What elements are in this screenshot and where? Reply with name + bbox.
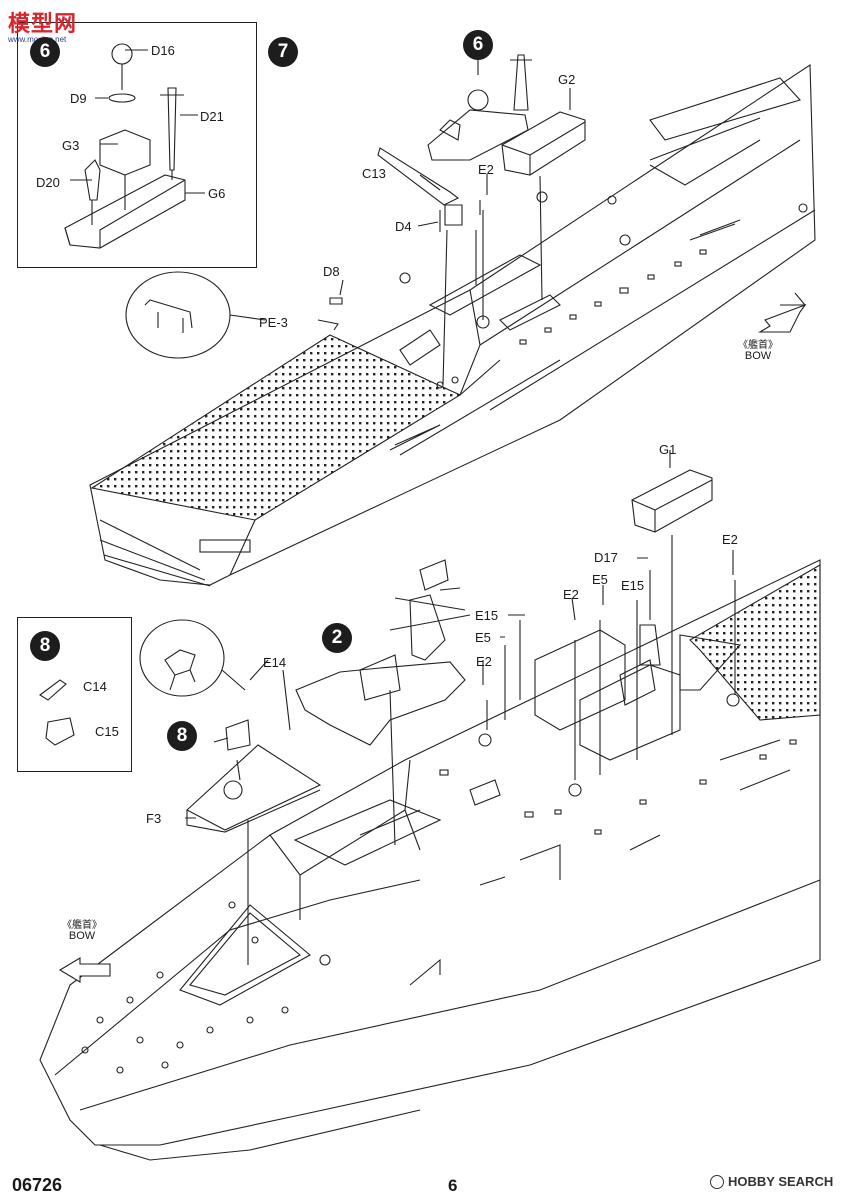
island-superstructure-upper [427, 54, 532, 161]
bow-label-lower-cn: 《艦首》 [62, 920, 102, 931]
part-label-E15-b: E15 [475, 608, 499, 623]
inset-box-step8 [17, 617, 132, 772]
part-label-E15-a: E15 [621, 578, 645, 593]
part-label-E5-a: E5 [592, 572, 608, 587]
part-label-D4: D4 [395, 219, 412, 234]
step-circle-inset8: 8 [30, 631, 60, 661]
part-label-E2-a: E2 [478, 162, 494, 177]
block-f3 [186, 719, 322, 833]
part-label-C15: C15 [95, 724, 119, 739]
bow-label-upper-cn: 《艦首》 [738, 340, 778, 351]
part-label-G1: G1 [659, 442, 677, 457]
part-label-E2-b: E2 [722, 532, 738, 547]
step-circle-main7: 7 [268, 37, 298, 67]
part-label-D20: D20 [36, 175, 60, 190]
part-label-D17: D17 [594, 550, 618, 565]
bow-label-lower-en: BOW [68, 930, 96, 942]
bow-label-lower: 《艦首》 BOW [62, 920, 102, 942]
block-g1 [631, 469, 713, 533]
part-label-G6: G6 [208, 186, 226, 201]
part-label-C14: C14 [83, 679, 107, 694]
inset-box-step6 [17, 22, 257, 268]
lower-hull-outline [39, 559, 821, 1146]
bow-arrow-upper [758, 303, 807, 333]
upper-deck-fittings [399, 191, 808, 389]
inset8-drawing [39, 679, 75, 746]
part-label-G3: G3 [62, 138, 80, 153]
step-circle-inset6: 6 [30, 37, 60, 67]
step-circle-ref6: 6 [463, 30, 493, 60]
bridge-superstructure [295, 559, 471, 746]
e14-callout-bubble [139, 619, 225, 697]
upper-hull-outline [89, 63, 816, 586]
step-circle-ref2: 2 [322, 623, 352, 653]
part-label-D8: D8 [323, 264, 340, 279]
inset6-drawing [64, 43, 186, 249]
upper-portholes [199, 539, 251, 553]
kit-number: 06726 [12, 1175, 63, 1195]
crane-c13 [377, 147, 463, 226]
bow-label-upper-en: BOW [744, 350, 772, 362]
part-label-D21: D21 [200, 109, 224, 124]
lower-deck-fittings [81, 693, 797, 1074]
watermark-bottom-text: HOBBY SEARCH [728, 1174, 834, 1189]
part-label-E2-c: E2 [563, 587, 579, 602]
pe3-callout-bubble [125, 271, 231, 359]
hangar-block-g2 [501, 111, 586, 176]
watermark-logo-bottom: HOBBY SEARCH [710, 1174, 833, 1189]
step-circle-ref8: 8 [167, 721, 197, 751]
watermark-top-text: 模型网 [8, 11, 78, 36]
part-label-E2-d: E2 [476, 654, 492, 669]
part-label-E5-b: E5 [475, 630, 491, 645]
part-label-E14: E14 [263, 655, 287, 670]
part-label-D9: D9 [70, 91, 87, 106]
hobby-search-logo-icon [710, 1174, 724, 1189]
part-label-PE3: PE-3 [259, 315, 288, 330]
upper-flight-deck [90, 334, 462, 521]
lower-island-structure [534, 624, 742, 761]
bow-arrow-lower [58, 957, 111, 983]
bow-label-upper: 《艦首》 BOW [738, 340, 778, 362]
page-number: 6 [448, 1176, 458, 1195]
part-label-F3: F3 [146, 811, 162, 826]
part-label-C13: C13 [362, 166, 386, 181]
part-label-G2: G2 [558, 72, 576, 87]
part-label-D16: D16 [151, 43, 175, 58]
lower-flight-deck [689, 564, 821, 721]
